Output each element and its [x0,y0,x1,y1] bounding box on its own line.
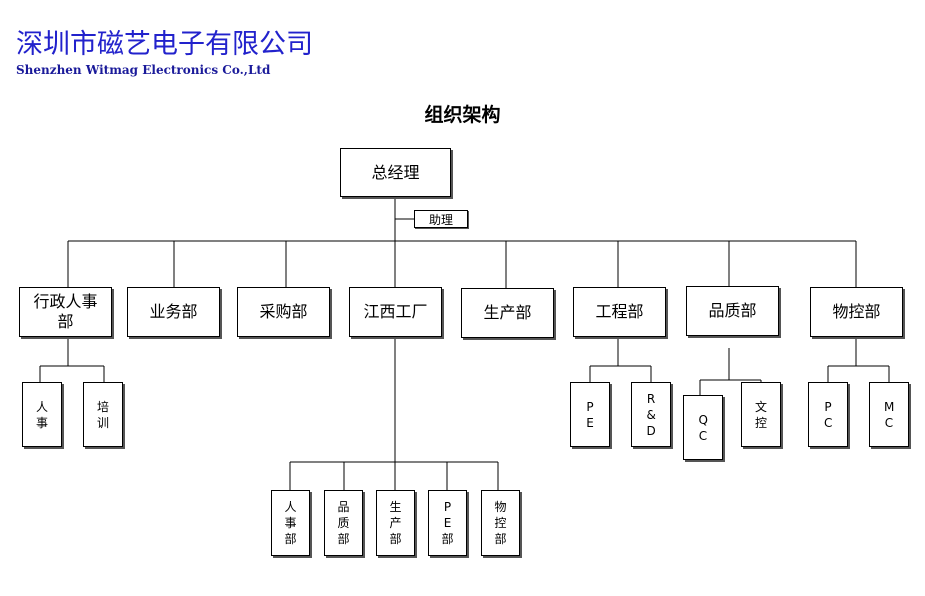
node-jx-quality: 品质部 [324,490,363,556]
company-name-english: Shenzhen Witmag Electronics Co.,Ltd [16,63,271,77]
node-label: 文控 [754,399,767,430]
node-label: 行政人事部 [33,292,98,331]
node-jx-logistics: 物控部 [481,490,520,556]
node-label: 业务部 [149,302,198,321]
node-general-manager: 总经理 [340,148,451,197]
node-pe: PE [570,382,610,447]
node-label: 生产部 [389,500,402,546]
node-label: QC [698,412,708,443]
node-label: 总经理 [371,162,420,182]
node-logistics: 物控部 [810,287,903,337]
node-engineering: 工程部 [573,287,666,337]
node-label: 生产部 [483,303,532,322]
node-jx-hr: 人事部 [271,490,310,556]
node-label: 品质部 [337,500,350,546]
node-jiangxi-factory: 江西工厂 [349,287,442,337]
node-label: 物控部 [494,500,507,546]
node-label: 采购部 [259,302,308,321]
node-label: MC [884,399,895,430]
node-production: 生产部 [461,288,554,338]
node-pc: PC [808,382,848,447]
node-quality: 品质部 [686,286,779,336]
node-sales: 业务部 [127,287,220,337]
company-name-chinese: 深圳市磁艺电子有限公司 [16,29,313,60]
node-label: PE [586,399,594,430]
node-label: R&D [646,391,656,438]
node-label: 助理 [428,212,453,227]
node-assistant: 助理 [414,210,468,228]
node-document-control: 文控 [741,382,781,447]
node-purchasing: 采购部 [237,287,330,337]
node-jx-production: 生产部 [376,490,415,556]
node-label: PC [824,399,833,430]
node-label: 物控部 [832,302,881,321]
node-training: 培训 [83,382,123,447]
node-mc: MC [869,382,909,447]
node-qc: QC [683,395,723,460]
node-admin-hr: 行政人事部 [19,287,112,337]
node-rd: R&D [631,382,671,447]
node-label: 培训 [96,399,109,430]
node-label: 品质部 [708,301,757,320]
node-jx-pe: PE部 [428,490,467,556]
chart-title: 组织架构 [424,104,501,126]
node-label: 江西工厂 [363,302,428,321]
node-label: 人事 [35,399,48,430]
node-label: 工程部 [595,302,644,321]
node-label: PE部 [441,500,454,546]
node-hr: 人事 [22,382,62,447]
node-label: 人事部 [284,500,297,546]
